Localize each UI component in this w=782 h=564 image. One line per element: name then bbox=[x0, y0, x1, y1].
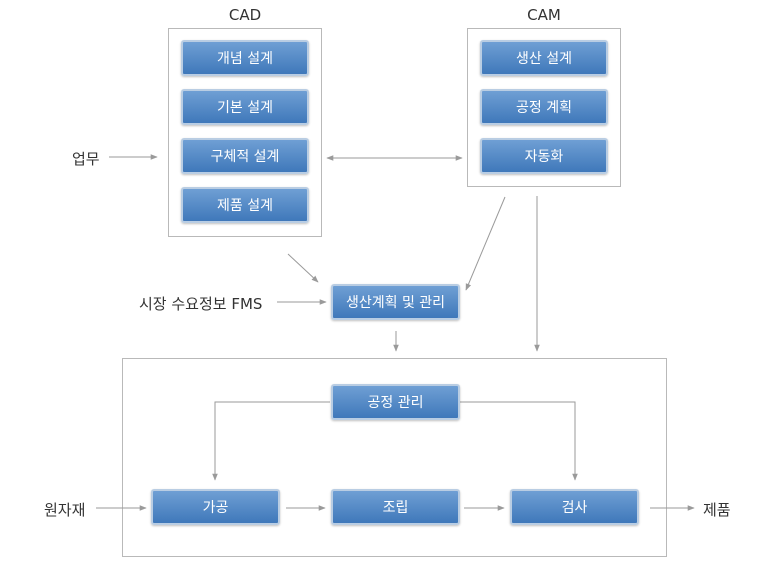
work-label: 업무 bbox=[72, 150, 100, 168]
inspection-box: 검사 bbox=[510, 489, 639, 525]
basic-design-box: 기본 설계 bbox=[181, 89, 309, 125]
production-design-box: 생산 설계 bbox=[480, 40, 608, 76]
cam-title: CAM bbox=[527, 6, 561, 24]
market-demand-label: 시장 수요정보 FMS bbox=[139, 295, 263, 313]
cad-title: CAD bbox=[228, 6, 262, 24]
process-control-to-machining-arrow bbox=[212, 401, 330, 481]
automation-box: 자동화 bbox=[480, 138, 608, 174]
process-planning-box: 공정 계획 bbox=[480, 89, 608, 125]
cam-to-planning-arrow bbox=[465, 196, 506, 291]
machining-box: 가공 bbox=[151, 489, 280, 525]
detailed-design-box: 구체적 설계 bbox=[181, 138, 309, 174]
cad-to-planning-arrow bbox=[287, 253, 319, 283]
raw-material-label: 원자재 bbox=[44, 501, 86, 519]
process-control-box: 공정 관리 bbox=[331, 384, 460, 420]
product-design-box: 제품 설계 bbox=[181, 187, 309, 223]
production-planning-box: 생산계획 및 관리 bbox=[331, 284, 460, 320]
product-label: 제품 bbox=[703, 501, 731, 519]
concept-design-box: 개념 설계 bbox=[181, 40, 309, 76]
process-control-to-inspection-arrow bbox=[460, 401, 578, 481]
assembly-box: 조립 bbox=[331, 489, 460, 525]
